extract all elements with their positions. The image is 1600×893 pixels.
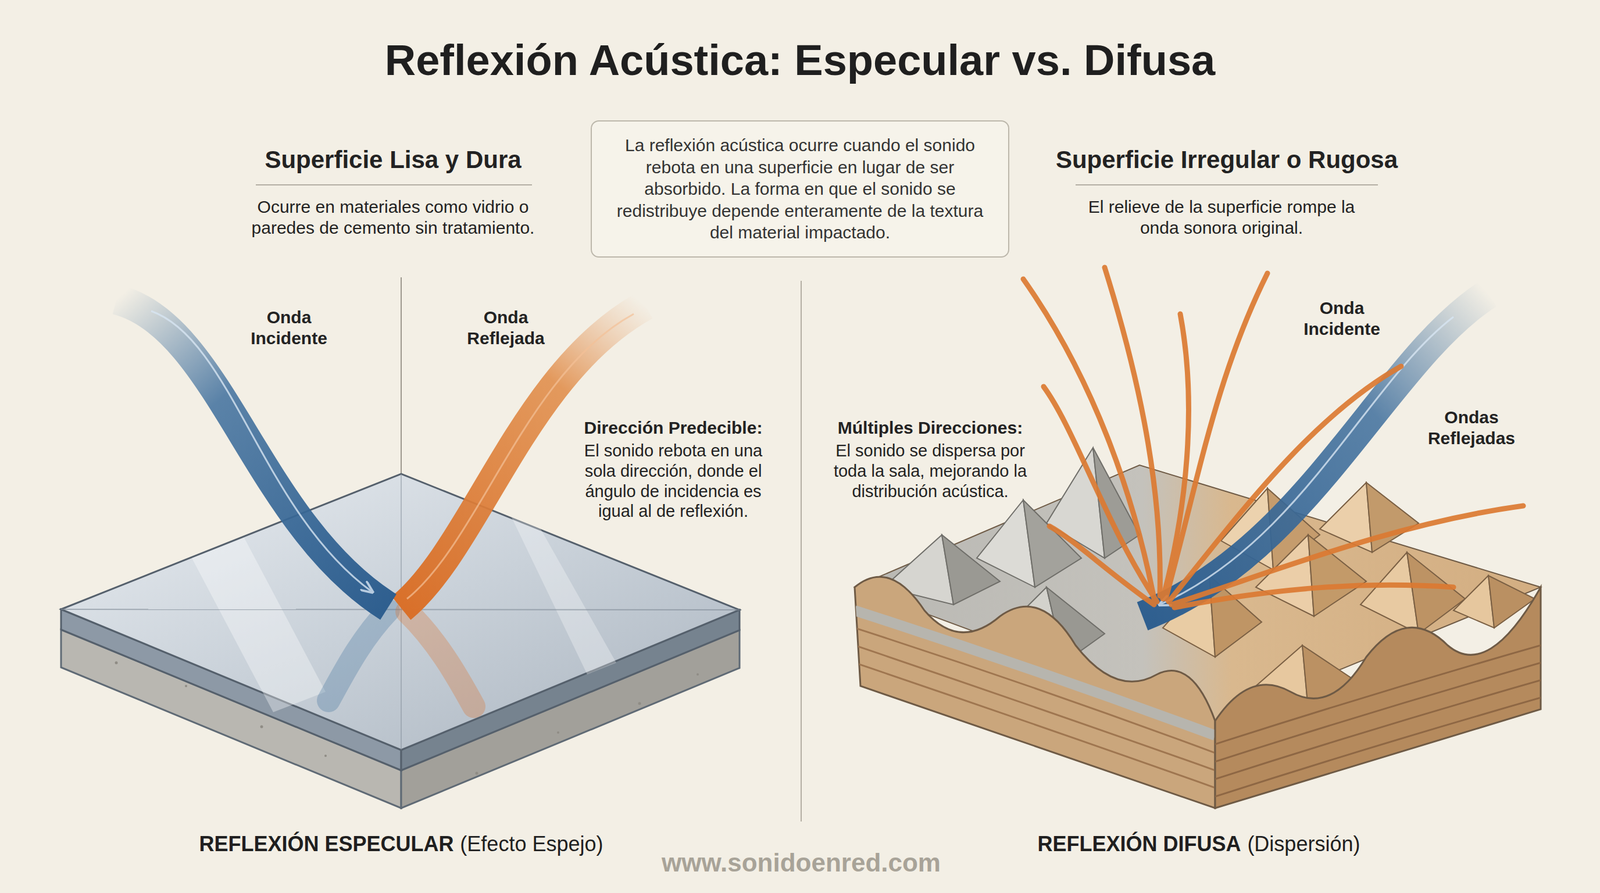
gray-cap <box>854 610 1216 736</box>
caption-title: REFLEXIÓN ESPECULAR <box>199 831 455 856</box>
normal-line <box>400 277 402 474</box>
heading-rule <box>255 184 532 186</box>
panel-description: El relieve de la superficie rompe la ond… <box>1076 196 1367 239</box>
heading-rule <box>1075 184 1378 186</box>
smooth-plate <box>61 277 740 809</box>
peak <box>941 534 1000 605</box>
incident-wave <box>1142 293 1489 617</box>
strata <box>854 610 1216 788</box>
speckle <box>475 772 479 775</box>
callout-text: El sonido se dispersa por toda la sala, … <box>831 440 1030 502</box>
speckle <box>260 725 264 729</box>
caption-title: REFLEXIÓN DIFUSA <box>1037 831 1242 856</box>
peak <box>1366 482 1419 553</box>
watermark: www.sonidoenred.com <box>661 847 941 879</box>
strata-line <box>854 662 1216 788</box>
title: Reflexión Acústica: Especular vs. Difusa <box>0 34 1600 87</box>
speckle <box>638 702 642 706</box>
speckle <box>184 684 188 688</box>
mirror-reflection <box>328 610 389 701</box>
scattered-ray <box>1174 584 1454 608</box>
speckle <box>115 661 119 665</box>
scattered-ray <box>1165 273 1268 599</box>
strata-line <box>854 627 1216 753</box>
speckle <box>556 731 560 734</box>
callout-text: El sonido rebota en una sola dirección, … <box>571 440 775 522</box>
strata-line <box>854 645 1216 771</box>
glass-sheen <box>191 537 326 713</box>
wave-label: Onda Reflejada <box>450 306 562 349</box>
scattered-ray <box>1043 386 1157 602</box>
wave-label: Ondas Reflejadas <box>1410 406 1533 449</box>
panel-heading: Superficie Lisa y Dura <box>264 145 521 175</box>
scattered-ray <box>1171 505 1524 605</box>
glass-sheen <box>511 517 617 675</box>
strata-line <box>1215 680 1541 780</box>
speckle <box>324 754 327 757</box>
node-text: La reflexión acústica ocurre cuando el s… <box>609 134 991 244</box>
caption-subtitle: (Dispersión) <box>1247 831 1360 856</box>
peak <box>1406 552 1466 634</box>
callout-heading: Dirección Predecible: <box>562 417 784 439</box>
intro-box: La reflexión acústica ocurre cuando el s… <box>590 120 1010 258</box>
wave-highlight <box>151 311 373 592</box>
rough-terrain <box>854 447 1541 809</box>
incident-wave <box>116 299 389 607</box>
strata-line <box>1215 697 1541 797</box>
strata <box>1215 645 1541 797</box>
panel-caption: REFLEXIÓN ESPECULAR(Efecto Espejo) <box>52 831 750 857</box>
panel-description: Ocurre en materiales como vidrio o pared… <box>230 196 556 239</box>
wave-label: Onda Incidente <box>233 306 345 349</box>
divider-line <box>800 280 802 822</box>
scattered-ray <box>1049 526 1155 605</box>
wave-label: Onda Incidente <box>1286 297 1398 340</box>
panel-heading: Superficie Irregular o Rugosa <box>1055 145 1398 175</box>
callout-heading: Múltiples Direcciones: <box>813 417 1047 439</box>
speckle <box>696 673 699 676</box>
peak <box>1453 575 1495 628</box>
caption-subtitle: (Efecto Espejo) <box>459 831 603 856</box>
mirror-reflection <box>406 611 474 707</box>
terrain-side <box>1215 587 1541 809</box>
panel-caption: REFLEXIÓN DIFUSA(Dispersión) <box>850 831 1548 857</box>
scattered-ray <box>1104 267 1160 596</box>
scattered-ray <box>1023 279 1155 599</box>
